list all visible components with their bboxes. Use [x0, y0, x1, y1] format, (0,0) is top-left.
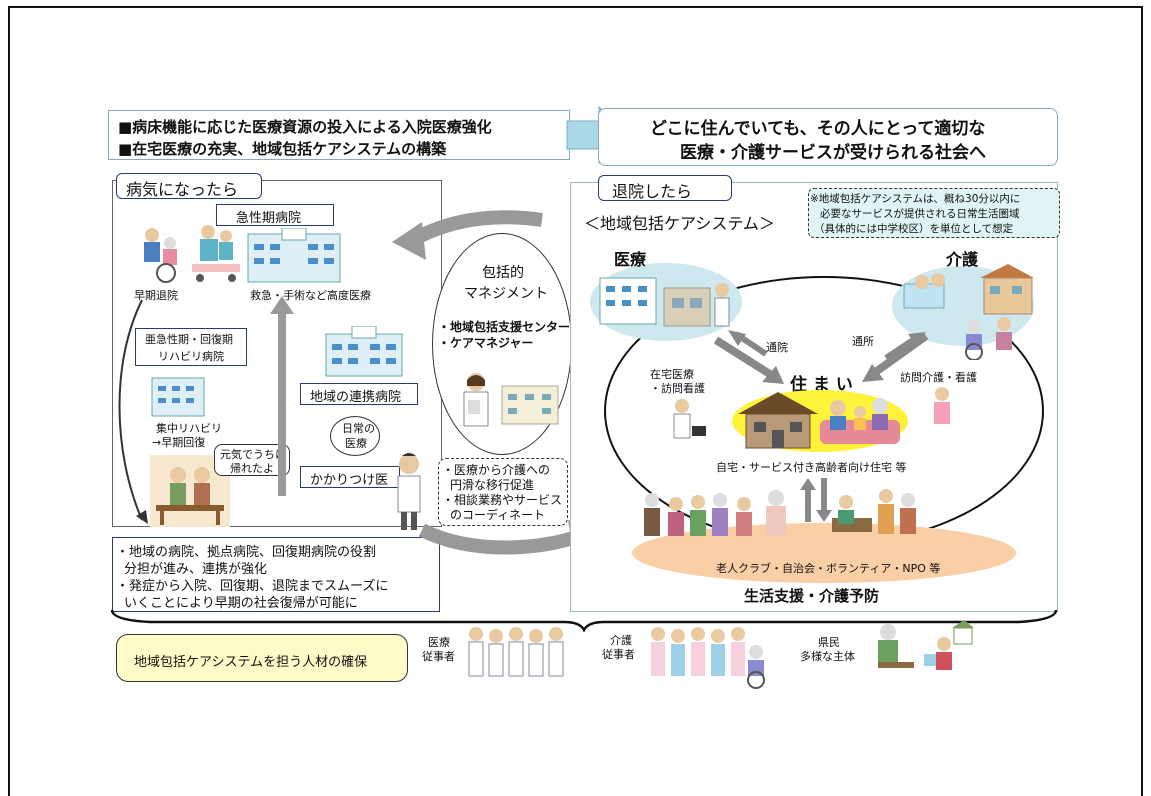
care-label: 介護 [946, 250, 979, 269]
left-header-label: 病気になったら [126, 180, 239, 199]
family-doctor-label: かかりつけ医 [310, 473, 389, 488]
care-facility-icon [903, 264, 1034, 360]
wheelchair-patient-icon [144, 228, 177, 283]
rehab-hospital-icon [151, 377, 205, 417]
bubble-line-1: 元気でうちに [220, 448, 286, 461]
left-flow-arrows [118, 299, 148, 524]
doctor-icon [397, 453, 421, 530]
acute-hospital-label: 急性期病院 [236, 211, 302, 226]
management-line-2: マネジメント [464, 286, 548, 302]
right-header-label: 退院したら [612, 182, 693, 201]
area-note-line-3: （具体的には中学校区）を単位として想定 [814, 223, 1014, 235]
rehab-label-line-1: 集中リハビリ [156, 422, 222, 435]
home-care-label: 訪問介護・看護 [900, 371, 977, 384]
rehab-label-line-2: →早期回復 [152, 436, 206, 449]
acute-hospital-building-icon [247, 228, 341, 283]
goal-box [598, 108, 1058, 166]
policy-line-2: ■在宅医療の充実、地域包括ケアシステムの構築 [118, 140, 447, 158]
coordination-line-4: のコーディネート [450, 508, 546, 522]
system-title: ＜地域包括ケアシステム＞ [584, 214, 775, 233]
citizens-icon [878, 620, 974, 670]
life-support-label: 生活支援・介護予防 [744, 587, 880, 605]
community-people-icon [644, 489, 916, 536]
regional-hospital-label: 地域の連携病院 [310, 390, 402, 405]
subacute-label-line-1: 亜急性期・回復期 [145, 333, 233, 346]
area-note-box [808, 188, 1060, 238]
care-workers-icon [651, 627, 765, 689]
visiting-nurse-icon [673, 399, 706, 439]
left-header [116, 173, 262, 199]
care-workers-line-1: 介護 [610, 634, 632, 647]
left-note-line-2: 分担が進み、連携が強化 [124, 562, 268, 577]
early-discharge-label: 早期退院 [134, 289, 178, 302]
up-arrow-icon [270, 296, 294, 496]
management-item-1: ・地域包括支援センター [438, 320, 571, 334]
coordination-line-2: 円滑な移行促進 [450, 478, 535, 492]
family-sofa-icon [820, 398, 900, 444]
daycare-label: 通所 [852, 335, 874, 348]
medical-workers-line-2: 従事者 [422, 650, 455, 663]
coordination-line-3: ・相談業務やサービス [442, 493, 563, 507]
outpatient-label: 通院 [766, 341, 788, 354]
regional-hospital-icon [325, 326, 403, 377]
left-note-line-3: ・発症から入院、回復期、退院までスムーズに [116, 579, 389, 594]
goal-line-2: 医療・介護サービスが受けられる社会へ [680, 143, 986, 163]
left-note-line-1: ・地域の病院、拠点病院、回復期病院の役割 [116, 545, 377, 560]
home-medical-line-1: 在宅医療 [650, 368, 694, 381]
medical-label: 医療 [614, 250, 647, 269]
daily-care-line-1: 日常の [342, 422, 375, 435]
staff-box-label: 地域包括ケアシステムを担う人材の確保 [134, 655, 368, 670]
staff-box [116, 634, 408, 682]
management-line-1: 包括的 [482, 265, 524, 281]
medical-workers-line-1: 医療 [428, 636, 450, 649]
acute-hospital-label-box [216, 204, 334, 226]
bubble-line-2: 帰れたよ [230, 462, 274, 475]
clinic-buildings-icon [599, 277, 730, 327]
daily-care-line-2: 医療 [345, 437, 367, 450]
area-note-line-2: 必要なサービスが提供される日常生活圏域 [820, 208, 1020, 220]
stretcher-icon [192, 225, 240, 282]
goal-line-1: どこに住んでいても、その人にとって適切な [650, 119, 986, 139]
care-worker-icon [934, 387, 950, 424]
subacute-label-line-2: リハビリ病院 [158, 350, 224, 363]
management-item-2: ・ケアマネジャー [438, 336, 534, 350]
daily-care-circle [330, 416, 380, 456]
policy-line-1: ■病床機能に応じた医療資源の投入による入院医療強化 [118, 118, 492, 136]
citizens-line-1: 県民 [818, 636, 840, 649]
care-workers-line-2: 従事者 [602, 648, 635, 661]
left-note-line-4: いくことにより早期の社会復帰が可能に [124, 596, 358, 611]
citizens-line-2: 多様な主体 [800, 650, 855, 663]
regional-hospital-label-box [300, 383, 418, 405]
medical-workers-icon [468, 627, 564, 677]
policy-box [108, 110, 570, 160]
care-manager-icon [463, 373, 489, 427]
residence-caption: 自宅・サービス付き高齢者向け住宅 等 [716, 461, 907, 474]
subacute-label-box [135, 328, 247, 366]
area-note-line-1: ※地域包括ケアシステムは、概ね30分以内に [810, 193, 1021, 205]
left-note-box [112, 537, 440, 612]
advanced-care-label: 救急・手術など高度医療 [250, 289, 371, 302]
coordination-box [438, 458, 568, 526]
support-center-building-icon [501, 385, 559, 425]
care-to-home-arrows [862, 332, 929, 382]
house-icon [738, 392, 818, 449]
medical-to-home-arrows [713, 330, 784, 384]
bottom-brace [110, 609, 1058, 632]
speech-bubble [214, 444, 290, 476]
home-medical-line-2: ・訪問看護 [650, 382, 705, 395]
slide-frame [8, 6, 1143, 796]
coordination-line-1: ・医療から介護への [442, 463, 551, 477]
vertical-double-arrow-icon [800, 478, 832, 522]
community-groups-label: 老人クラブ・自治会・ボランティア・NPO 等 [716, 562, 941, 575]
right-header [598, 175, 732, 201]
